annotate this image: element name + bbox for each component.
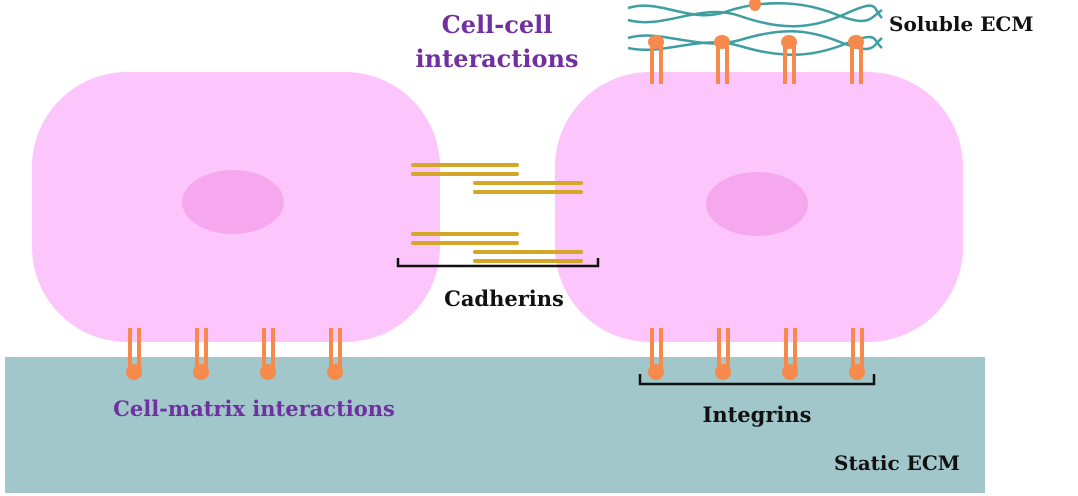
- integrins-label: Integrins: [703, 402, 812, 427]
- soluble-ecm-fibers: [627, 2, 883, 56]
- integrin-right-2: [715, 328, 731, 380]
- soluble-ecm-strand: [627, 30, 883, 51]
- cadherin-bar: [473, 181, 583, 185]
- cadherin-bar: [411, 241, 519, 245]
- top-integrins: [648, 35, 864, 84]
- left-cell-integrins: [126, 328, 343, 380]
- integrin-top-3: [781, 35, 797, 84]
- soluble-ecm-strand: [627, 4, 883, 28]
- right-cell-nucleus: [706, 172, 808, 236]
- cadherin-bar: [411, 172, 519, 176]
- cadherin-bar: [473, 190, 583, 194]
- soluble-ecm-knot: [749, 0, 761, 11]
- cell-cell-label-line1: Cell-cell: [442, 10, 553, 39]
- cadherins: [411, 163, 583, 263]
- right-cell-integrins: [648, 328, 865, 380]
- soluble-ecm-strand: [627, 35, 883, 56]
- integrins-bracket: [638, 374, 876, 386]
- integrin-top-1: [648, 35, 664, 84]
- integrin-right-1: [648, 328, 664, 380]
- integrin-left-1: [126, 328, 142, 380]
- cadherin-bar: [473, 259, 583, 263]
- integrin-left-3: [260, 328, 276, 380]
- integrin-top-2: [714, 35, 730, 84]
- static-ecm-layer: [5, 357, 985, 493]
- integrin-top-4: [848, 35, 864, 84]
- integrin-left-2: [193, 328, 209, 380]
- static-ecm-label: Static ECM: [834, 451, 960, 475]
- cadherin-bar: [473, 250, 583, 254]
- soluble-ecm-strand: [627, 2, 883, 23]
- cadherins-bracket: [396, 258, 600, 268]
- cell-cell-label-line2: interactions: [416, 44, 579, 73]
- soluble-ecm-label: Soluble ECM: [889, 12, 1034, 36]
- integrin-right-3: [782, 328, 798, 380]
- integrin-left-4: [327, 328, 343, 380]
- left-cell-nucleus: [182, 170, 284, 234]
- cadherin-bar: [411, 232, 519, 236]
- integrin-right-4: [849, 328, 865, 380]
- cadherin-bar: [411, 163, 519, 167]
- cell-matrix-label: Cell-matrix interactions: [113, 396, 395, 421]
- cadherins-label: Cadherins: [444, 286, 564, 311]
